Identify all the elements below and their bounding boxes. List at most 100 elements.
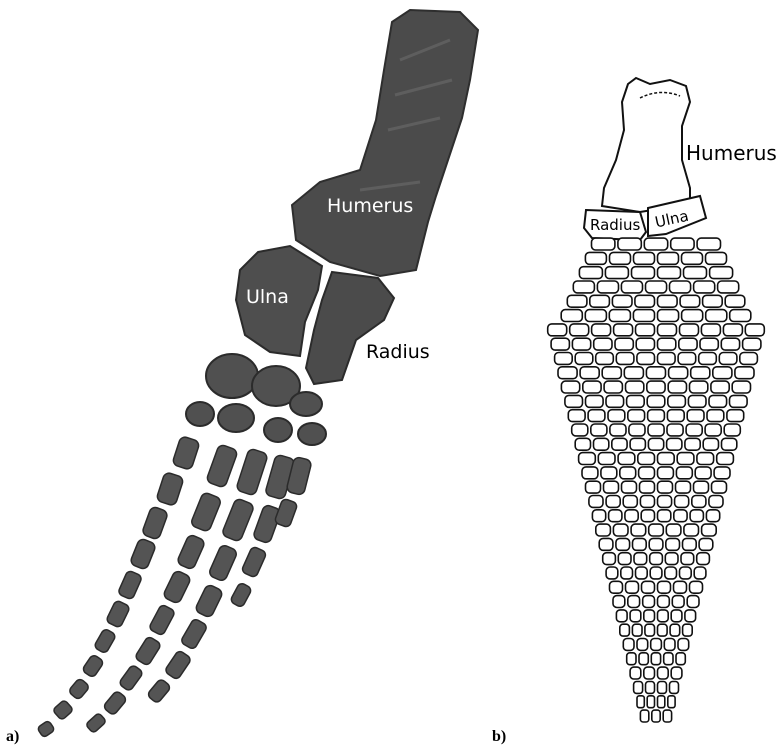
phalanx-cell <box>650 553 663 565</box>
phalanx-cell <box>613 596 625 608</box>
phalanx-cell <box>697 453 714 465</box>
phalanx-cell <box>668 381 686 393</box>
flipper-line-drawing: Humerus Radius Ulna <box>548 78 777 722</box>
phalanx-cell <box>624 367 643 379</box>
phalanx-cell <box>580 367 599 379</box>
phalanx-cell <box>652 710 660 722</box>
phalanx-cell <box>658 581 671 593</box>
phalanx-cell <box>606 567 618 579</box>
phalanx-cell <box>710 267 733 279</box>
phalanx-cell <box>609 510 622 522</box>
humerus-drawing <box>602 78 690 212</box>
phalanx-cell <box>690 381 708 393</box>
phalanx-cell <box>630 438 645 450</box>
phalanx-cell <box>642 581 655 593</box>
phalanx-cell <box>665 553 678 565</box>
phalanx-cell <box>573 281 594 293</box>
phalanx-cell <box>680 295 700 307</box>
fossil-flipper-photo: Humerus Ulna Radius <box>37 10 478 738</box>
phalanx-cell <box>638 453 655 465</box>
phalanx-cell <box>670 624 680 636</box>
phalanx-cell <box>684 267 707 279</box>
phalanx-cell <box>658 496 672 508</box>
phalanx-cell <box>594 338 612 350</box>
phalanx-cell <box>579 267 602 279</box>
phalanx-cell <box>640 710 648 722</box>
phalanx-cell <box>664 653 673 665</box>
phalanx-cell <box>658 467 674 479</box>
phalanx-cell <box>591 424 607 436</box>
phalanx-cell <box>663 710 671 722</box>
phalanx-cell <box>592 510 605 522</box>
phalanx-cell <box>667 424 683 436</box>
phalanx-cell <box>575 353 593 365</box>
phalanx-cell <box>713 367 732 379</box>
phalanx-cell <box>707 410 724 422</box>
phalanx-cell <box>622 481 637 493</box>
phalanx-cell <box>730 395 748 407</box>
phalanx-cell <box>647 395 665 407</box>
phalanx-cell <box>614 324 633 336</box>
phalanx-cell <box>582 467 598 479</box>
humerus-bone <box>292 10 478 276</box>
phalanx-cell <box>712 481 727 493</box>
phalanx-cell <box>676 481 691 493</box>
phalanx-cell <box>669 367 688 379</box>
phalanx-cell <box>572 424 588 436</box>
phalanx-cell <box>606 395 624 407</box>
phalanx-cell <box>586 395 604 407</box>
phalanx-cell <box>568 410 585 422</box>
phalanx-cell <box>646 682 655 694</box>
phalanx-cell <box>649 524 664 536</box>
phalanx-cell <box>719 353 737 365</box>
phalanx-cell <box>700 338 718 350</box>
phalanx-cell <box>585 252 606 264</box>
phalanx-cell <box>608 410 625 422</box>
phalanx-cell <box>621 281 642 293</box>
phalanx-cell <box>725 295 745 307</box>
phalanx-cell <box>648 410 665 422</box>
phalanx-cell <box>724 424 740 436</box>
phalanx-cell <box>639 467 655 479</box>
phalanx-cell <box>630 667 641 679</box>
phalanx-cell <box>674 581 687 593</box>
phalanx-cell <box>649 538 663 550</box>
phalanx-cell <box>636 324 655 336</box>
phalanx-cell <box>594 438 609 450</box>
phalanx-cell <box>658 624 668 636</box>
phalanx-cell <box>732 381 750 393</box>
phalanx-cell <box>634 682 643 694</box>
phalanx-cell <box>675 496 689 508</box>
phalanx-cell <box>605 267 628 279</box>
phalanx-cell <box>690 581 703 593</box>
phalanx-cell <box>621 567 633 579</box>
phalanx-cell <box>694 481 709 493</box>
phalanx-cell <box>597 281 618 293</box>
phalanx-cell <box>596 353 614 365</box>
phalanx-cell <box>645 624 655 636</box>
panel-label-b: b) <box>492 728 506 746</box>
phalanx-cell <box>658 667 669 679</box>
label-humerus-b: Humerus <box>686 141 777 165</box>
phalanx-cell <box>680 567 692 579</box>
phalanx-cell <box>688 395 706 407</box>
phalanx-cell <box>626 581 639 593</box>
phalanx-cell <box>702 524 717 536</box>
phalanx-cell <box>616 538 630 550</box>
phalanx-cell <box>709 395 727 407</box>
phalanx-cell <box>601 467 617 479</box>
phalanx-cell <box>618 453 635 465</box>
phalanx-cell <box>703 438 718 450</box>
phalanx-cell <box>666 524 681 536</box>
phalanx-cell <box>658 353 676 365</box>
phalanx-bones <box>37 436 312 738</box>
phalanx-cell <box>664 639 675 651</box>
phalanx-cell <box>667 438 682 450</box>
phalanx-cell <box>635 295 655 307</box>
phalanx-cell <box>579 453 596 465</box>
phalanx-cell <box>678 353 696 365</box>
phalanx-cell <box>709 496 723 508</box>
phalanx-cell <box>691 367 710 379</box>
phalanx-cell <box>628 410 645 422</box>
label-radius-b: Radius <box>590 216 640 234</box>
